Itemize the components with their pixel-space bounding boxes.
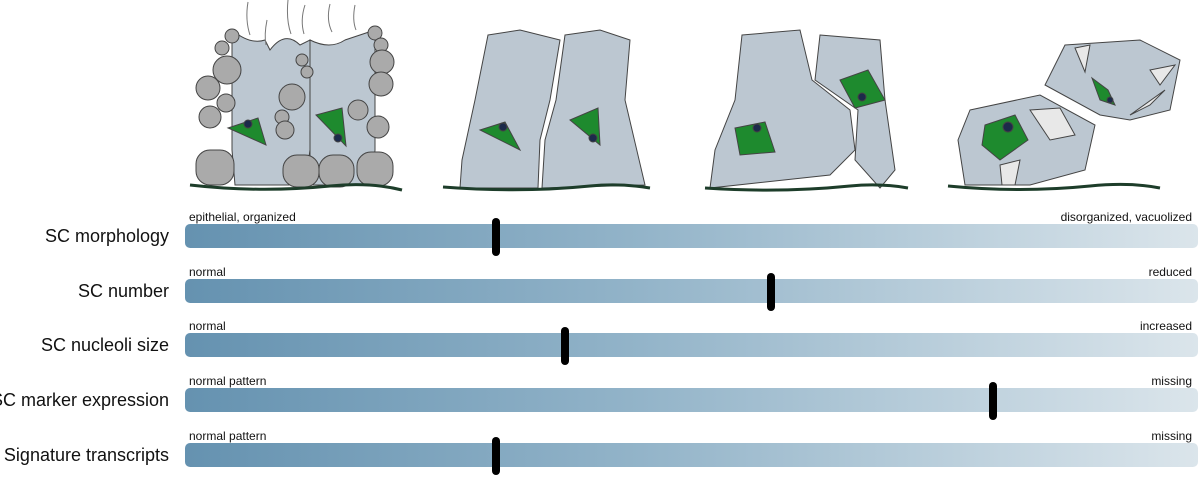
stage-1-healthy-epithelium <box>189 0 403 192</box>
scale-marker <box>560 327 569 365</box>
gradient-scale-bar <box>185 333 1198 357</box>
row-label: SC morphology <box>44 226 169 246</box>
scale-row: SC number normal reduced <box>0 265 1200 315</box>
scale-marker <box>766 273 775 311</box>
row-label: SC marker expression <box>0 390 169 410</box>
high-end-label: increased <box>1139 319 1192 333</box>
stage-3-moderate-disorganization <box>704 29 909 192</box>
low-end-label: normal <box>189 265 226 279</box>
gradient-scale-bar <box>185 224 1198 248</box>
low-end-label: normal pattern <box>189 429 267 443</box>
stage-2-mild-disorganization <box>442 29 651 192</box>
gradient-scale-bar <box>185 443 1198 467</box>
tubule-illustrations <box>189 0 1181 192</box>
scale-marker <box>491 437 500 475</box>
scale-marker <box>989 382 998 420</box>
gradient-scale-bar <box>185 279 1198 303</box>
high-end-label: missing <box>1151 374 1192 388</box>
scale-row: SC marker expression normal pattern miss… <box>0 374 1200 424</box>
high-end-label: missing <box>1151 429 1192 443</box>
scale-marker <box>491 218 500 256</box>
scale-row: SC morphology epithelial, organized diso… <box>0 210 1200 260</box>
low-end-label: epithelial, organized <box>189 210 296 224</box>
gradient-scale-bar <box>185 388 1198 412</box>
low-end-label: normal pattern <box>189 374 267 388</box>
stage-4-severe-vacuolization <box>947 39 1181 191</box>
row-label: Signature transcripts <box>3 445 169 465</box>
row-label: SC nucleoli size <box>40 335 169 355</box>
row-label: SC number <box>77 281 169 301</box>
high-end-label: disorganized, vacuolized <box>1060 210 1192 224</box>
low-end-label: normal <box>189 319 226 333</box>
scale-row: SC nucleoli size normal increased <box>0 319 1200 369</box>
scale-row: Signature transcripts normal pattern mis… <box>0 429 1200 479</box>
high-end-label: reduced <box>1148 265 1192 279</box>
